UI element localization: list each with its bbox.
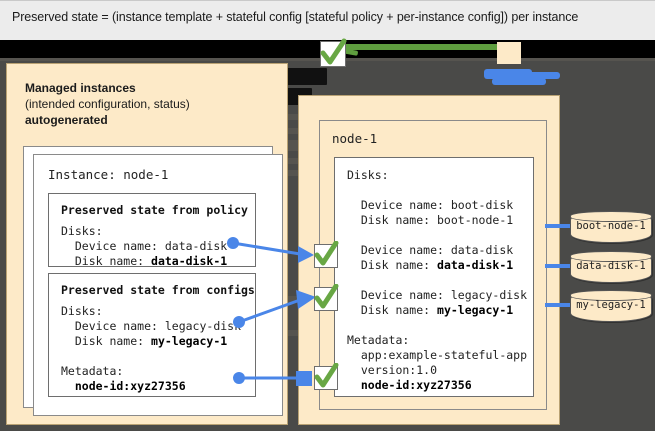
check-mark-icon [314,363,339,388]
green-highlight-stroke [330,44,505,50]
node-legacy-disk-value: my-legacy-1 [437,303,514,317]
node-data-device: Device name: data-disk [347,243,514,257]
disk-cylinder-boot: boot-node-1 [570,211,652,243]
configs-disks-label: Disks: [61,304,103,318]
node-details-body: Disks: Device name: boot-disk Disk name:… [347,168,527,393]
status-check-data-disk [314,241,339,268]
redacted-line-4 [262,158,332,164]
status-check-metadata [314,363,339,390]
policy-disks-label: Disks: [61,224,103,238]
configs-disk-name-value: my-legacy-1 [151,334,228,348]
policy-device-name: Device name: data-disk [61,239,228,253]
configs-metadata-nodeid: node-id:xyz27356 [61,379,186,393]
check-mark-icon [314,284,339,309]
policy-box-header: Preserved state from policy [61,203,248,217]
page-title: Preserved state = (instance template + s… [12,10,579,24]
node-card: node-1 Disks: Device name: boot-disk Dis… [319,120,547,410]
disk-cap [570,211,652,222]
status-check-top [320,38,347,67]
node-metadata-nodeid: node-id:xyz27356 [347,378,472,392]
caption-divider [0,0,655,1]
policy-disk-name-value: data-disk-1 [151,254,228,268]
preserved-state-configs-box: Preserved state from configs Disks: Devi… [48,273,256,397]
configs-box-body: Disks: Device name: legacy-disk Disk nam… [61,304,241,394]
policy-disk-name-prefix: Disk name: [61,254,152,268]
disk-cap [570,251,652,262]
check-mark-icon [314,241,339,266]
managed-instances-panel: Managed instances (intended configuratio… [6,63,288,425]
redacted-line-5 [262,170,320,176]
node-boot-device: Device name: boot-disk [347,198,514,212]
node-disks-label: Disks: [347,168,389,182]
node-data-disk-value: data-disk-1 [437,258,514,272]
disk-cylinder-legacy: my-legacy-1 [570,290,652,322]
configs-box-header: Preserved state from configs [61,283,255,297]
blue-scribble-2 [500,72,560,79]
panel-title-line1: Managed instances [25,81,136,95]
node-legacy-device: Device name: legacy-disk [347,288,528,302]
disk-label: data-disk-1 [576,260,646,272]
blue-scribble-3 [492,78,546,85]
redacted-cream-square [497,42,521,64]
node-legacy-disk-prefix: Disk name: [347,303,438,317]
configs-metadata-label: Metadata: [61,364,124,378]
instance-label: Instance: node-1 [48,167,169,182]
node-details-box: Disks: Device name: boot-disk Disk name:… [334,157,534,397]
node-data-disk-prefix: Disk name: [347,258,438,272]
disk-label: boot-node-1 [576,220,646,232]
disk-label: my-legacy-1 [576,299,646,311]
panel-title-line2: (intended configuration, status) [25,97,190,111]
check-mark-icon [320,38,347,65]
node-boot-disk: Disk name: boot-node-1 [347,213,514,227]
configs-disk-name-prefix: Disk name: [61,334,152,348]
policy-box-body: Disks: Device name: data-disk Disk name:… [61,224,227,269]
panel-title-line3: autogenerated [25,113,108,127]
instance-card-front: Instance: node-1 Preserved state from po… [33,154,283,416]
configs-device-name: Device name: legacy-disk [61,319,242,333]
status-check-legacy-disk [314,284,339,311]
disk-cylinder-data: data-disk-1 [570,251,652,283]
actual-instance-panel: node-1 Disks: Device name: boot-disk Dis… [298,95,560,425]
panel-title-block: Managed instances (intended configuratio… [25,80,275,128]
preserved-state-policy-box: Preserved state from policy Disks: Devic… [48,193,256,269]
node-label: node-1 [332,131,378,146]
node-metadata-version: version:1.0 [347,363,438,377]
caption-band: Preserved state = (instance template + s… [0,0,655,40]
node-metadata-label: Metadata: [347,333,410,347]
disk-cap [570,290,652,301]
node-metadata-app: app:example-stateful-app [347,348,528,362]
